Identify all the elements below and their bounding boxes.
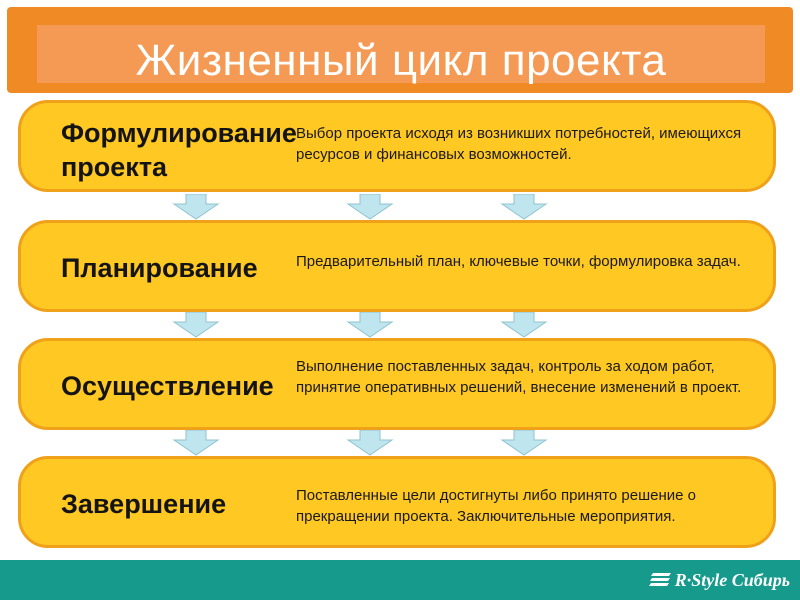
stage-box-execution: Осуществление Выполнение поставленных за… bbox=[18, 338, 776, 430]
stage-box-planning: Планирование Предварительный план, ключе… bbox=[18, 220, 776, 312]
down-arrow-icon bbox=[500, 430, 548, 456]
brand-logo: R·Style Сибирь bbox=[648, 566, 790, 594]
stage-description: Выбор проекта исходя из возникших потреб… bbox=[296, 125, 742, 163]
down-arrow-icon bbox=[172, 430, 220, 456]
down-arrow-icon bbox=[346, 194, 394, 220]
header-bar: Жизненный цикл проекта bbox=[7, 7, 793, 93]
brand-name: R·Style Сибирь bbox=[674, 569, 790, 590]
stage-description: Предварительный план, ключевые точки, фо… bbox=[296, 253, 741, 270]
stage-name: Завершение bbox=[61, 489, 227, 519]
stage-box-completion: Завершение Поставленные цели достигнуты … bbox=[18, 456, 776, 548]
stage-name: Формулирование проекта bbox=[61, 118, 297, 182]
stage-name: Осуществление bbox=[61, 371, 274, 401]
down-arrow-icon bbox=[172, 312, 220, 338]
page-title: Жизненный цикл проекта bbox=[135, 36, 667, 85]
down-arrow-icon bbox=[500, 194, 548, 220]
stage-description: Выполнение поставленных задач, контроль … bbox=[296, 358, 742, 396]
down-arrow-icon bbox=[346, 312, 394, 338]
stage-name: Планирование bbox=[61, 253, 258, 283]
stage-description: Поставленные цели достигнуты либо принят… bbox=[296, 487, 696, 525]
brand-stripes-icon bbox=[648, 573, 671, 586]
down-arrow-icon bbox=[346, 430, 394, 456]
header-title-box: Жизненный цикл проекта bbox=[37, 25, 765, 85]
footer-bar: R·Style Сибирь bbox=[0, 560, 800, 600]
down-arrow-icon bbox=[172, 194, 220, 220]
down-arrow-icon bbox=[500, 312, 548, 338]
stage-box-formulation: Формулирование проекта Выбор проекта исх… bbox=[18, 100, 776, 192]
